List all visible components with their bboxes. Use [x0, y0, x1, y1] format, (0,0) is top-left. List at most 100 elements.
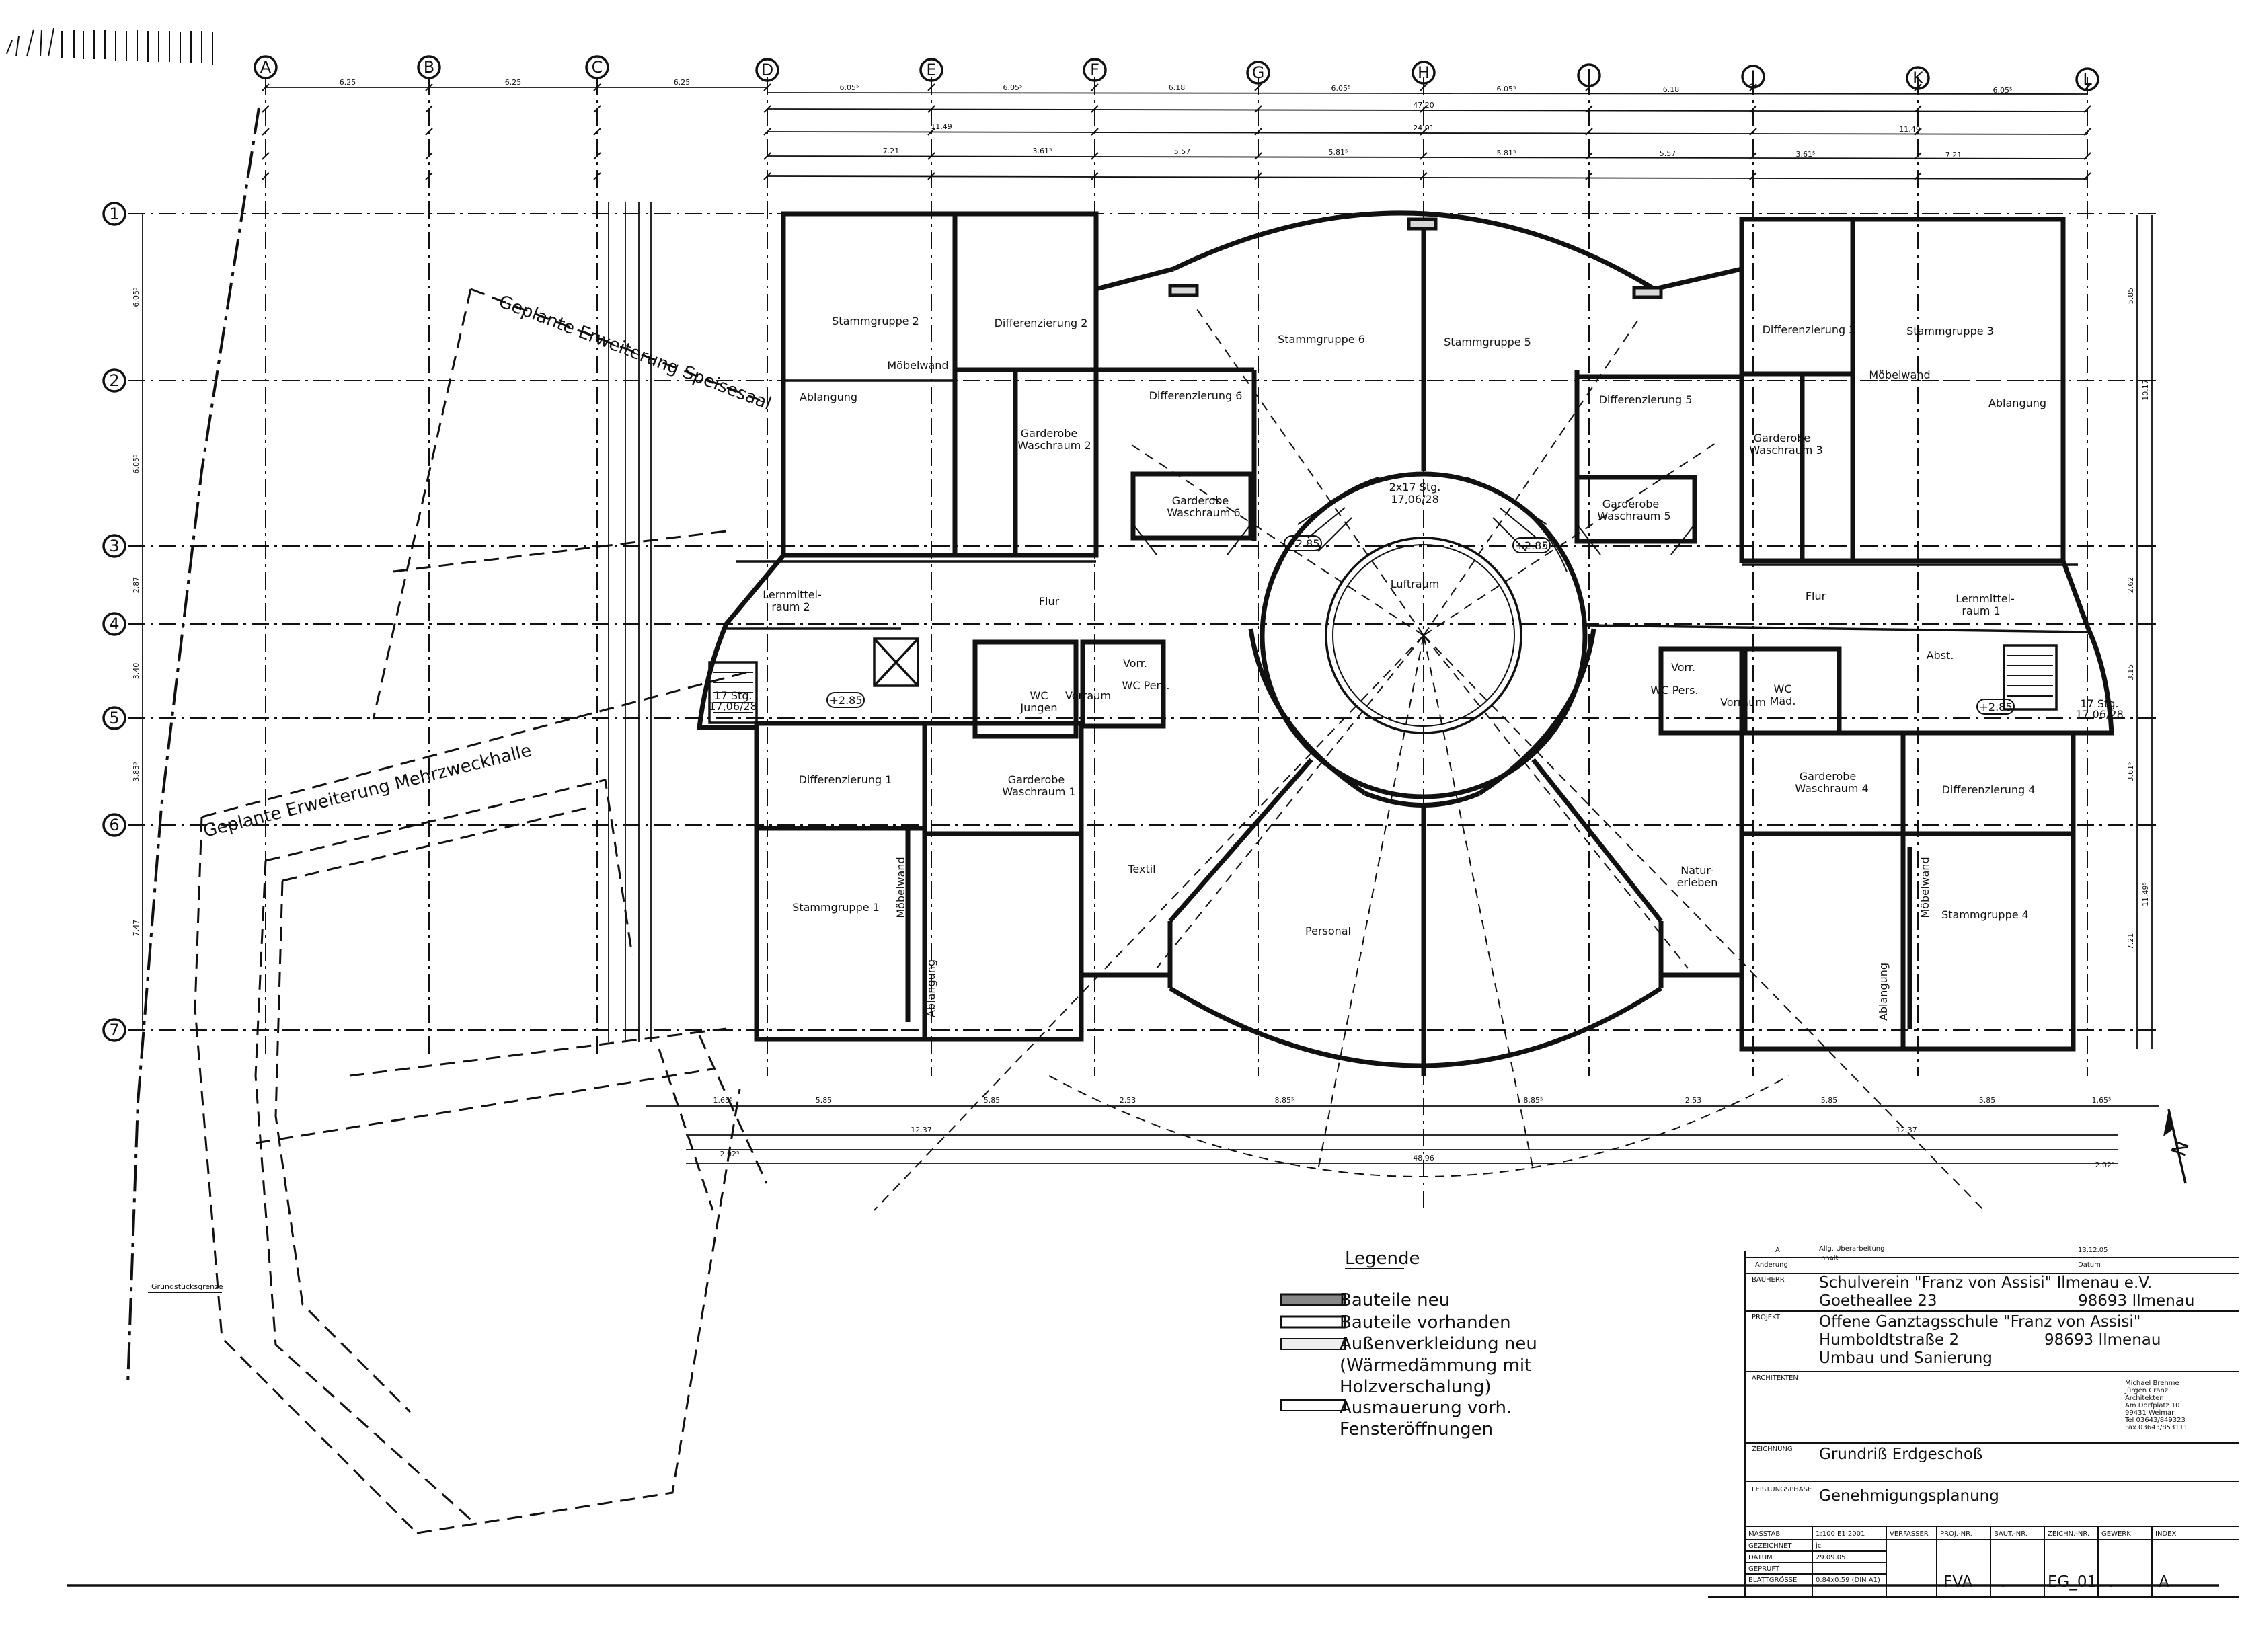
svg-text:Tel 03643/849323: Tel 03643/849323: [2124, 1417, 2186, 1424]
dimension-tick: [763, 105, 771, 113]
building: [697, 210, 2114, 1211]
svg-text:17 Stg.: 17 Stg.: [2080, 697, 2118, 710]
svg-text:Lernmittel-: Lernmittel-: [763, 588, 822, 601]
svg-text:N: N: [2167, 1138, 2195, 1160]
dimension-tick: [425, 152, 433, 160]
svg-text:Waschraum 3: Waschraum 3: [1749, 444, 1822, 457]
svg-text:Garderobe: Garderobe: [1008, 773, 1065, 786]
svg-text:A: A: [2159, 1573, 2169, 1591]
svg-text:3.61⁵: 3.61⁵: [1033, 147, 1052, 155]
dimension-tick: [1914, 172, 1922, 180]
svg-text:5.81⁵: 5.81⁵: [1329, 148, 1348, 157]
svg-text:6.05⁵: 6.05⁵: [840, 83, 859, 92]
svg-text:5.85: 5.85: [2126, 288, 2135, 305]
axis-label-5: 5: [102, 706, 126, 730]
svg-text:7.47: 7.47: [132, 920, 141, 937]
svg-text:Geplante Erweiterung Mehrzweck: Geplante Erweiterung Mehrzweckhalle: [201, 740, 533, 841]
stair-well: [1260, 471, 1588, 799]
svg-text:Goetheallee 23: Goetheallee 23: [1819, 1292, 1937, 1310]
svg-text:2.02⁵: 2.02⁵: [2095, 1161, 2115, 1169]
dimension-tick: [1091, 152, 1099, 160]
svg-text:Abst.: Abst.: [1927, 649, 1954, 662]
svg-text:6.25: 6.25: [340, 78, 356, 87]
svg-text:BLATTGRÖSSE: BLATTGRÖSSE: [1748, 1575, 1797, 1584]
svg-text:Garderobe: Garderobe: [1754, 432, 1811, 444]
dimension-tick: [593, 152, 601, 160]
wing-top-left: [781, 211, 1099, 558]
svg-text:L: L: [2083, 70, 2092, 89]
svg-text:3.40: 3.40: [132, 663, 141, 680]
svg-text:11.49: 11.49: [1899, 125, 1921, 134]
dimension-tick: [1254, 105, 1262, 113]
level-marker-4: +2.85: [1976, 699, 2015, 715]
svg-text:3: 3: [109, 537, 119, 555]
svg-text:Grundstücksgrenze: Grundstücksgrenze: [151, 1282, 223, 1291]
dimension-tick: [1749, 83, 1757, 91]
dimension-labels-top: 6.25 6.25 6.25 6.05⁵ 6.05⁵ 6.18 6.05⁵ 6.…: [340, 78, 2013, 159]
axis-label-3: 3: [102, 534, 126, 558]
svg-text:5.81⁵: 5.81⁵: [1497, 149, 1516, 157]
axis-label-b: B: [417, 55, 441, 79]
axis-label-e: E: [919, 58, 943, 82]
dimension-tick: [1914, 83, 1922, 91]
svg-text:17,06/28: 17,06/28: [2075, 708, 2124, 721]
svg-text:Michael Brehme: Michael Brehme: [2125, 1380, 2179, 1387]
svg-text:FVA: FVA: [1943, 1573, 1972, 1591]
dimension-tick: [927, 83, 935, 91]
svg-text:Architekten: Architekten: [2125, 1394, 2164, 1402]
svg-text:LEISTUNGSPHASE: LEISTUNGSPHASE: [1752, 1486, 1812, 1493]
svg-text:I: I: [1586, 66, 1591, 85]
svg-text:Datum: Datum: [2078, 1261, 2101, 1269]
axis-label-6: 6: [102, 813, 126, 837]
svg-text:Natur-: Natur-: [1680, 864, 1714, 877]
level-marker-1: +2.85: [826, 692, 865, 708]
luftraum-label: Luftraum: [1391, 578, 1440, 590]
dimension-tick: [1420, 172, 1428, 180]
scan-mark: [6, 28, 213, 65]
svg-text:PROJEKT: PROJEKT: [1752, 1314, 1781, 1321]
svg-text:6.05⁵: 6.05⁵: [132, 455, 141, 474]
svg-text:Ausmauerung vorh.: Ausmauerung vorh.: [1340, 1398, 1512, 1418]
svg-text:+2.85: +2.85: [829, 694, 862, 707]
svg-text:C: C: [592, 58, 603, 77]
property-line: Grundstücksgrenze: [126, 107, 260, 1386]
dimension-tick: [1585, 105, 1593, 113]
svg-text:Möbelwand: Möbelwand: [1869, 368, 1930, 381]
dimension-tick: [1585, 152, 1593, 160]
svg-text:A: A: [1775, 1247, 1780, 1254]
axis-label-a: A: [254, 55, 278, 79]
svg-text:Fax 03643/853111: Fax 03643/853111: [2125, 1424, 2188, 1431]
legend-swatch-cladding: [1280, 1338, 1346, 1350]
room-stammgruppe-3: Stammgruppe 3: [1906, 325, 1994, 338]
svg-text:11.49⁵: 11.49⁵: [2141, 882, 2150, 906]
svg-text:17,06/28: 17,06/28: [709, 700, 757, 713]
dimension-tick: [1420, 152, 1428, 160]
svg-text:6: 6: [109, 816, 119, 834]
svg-text:B: B: [424, 58, 434, 77]
svg-text:6.05⁵: 6.05⁵: [1331, 84, 1351, 93]
svg-text:raum 1: raum 1: [1962, 604, 2000, 617]
svg-text:A: A: [260, 58, 272, 77]
dimension-tick: [763, 128, 771, 136]
room-differenzierung-3: Differenzierung 3: [1763, 323, 1856, 336]
dimension-tick: [2083, 83, 2091, 91]
svg-text:Humboldtstraße 2: Humboldtstraße 2: [1819, 1331, 1959, 1349]
svg-text:Ablangung: Ablangung: [800, 391, 857, 403]
svg-text:Bauteile neu: Bauteile neu: [1340, 1290, 1450, 1310]
svg-text:6.05⁵: 6.05⁵: [1497, 85, 1516, 93]
dimension-tick: [1914, 105, 1922, 113]
north-arrow-icon: N: [2163, 1109, 2195, 1184]
svg-text:3.61⁵: 3.61⁵: [2126, 762, 2135, 782]
svg-text:Legende: Legende: [1345, 1249, 1420, 1269]
svg-text:Ablangung: Ablangung: [1988, 397, 2046, 409]
dimension-tick: [1585, 83, 1593, 91]
dimension-tick: [1254, 83, 1262, 91]
svg-text:5.85: 5.85: [984, 1096, 1001, 1105]
legend-swatch-existing: [1280, 1315, 1346, 1329]
svg-text:jc: jc: [1815, 1542, 1821, 1550]
svg-text:1.65⁵: 1.65⁵: [2092, 1096, 2112, 1105]
dimension-tick: [1420, 83, 1428, 91]
svg-text:Vorr.: Vorr.: [1123, 657, 1147, 670]
svg-text:Waschraum 4: Waschraum 4: [1795, 782, 1868, 795]
room-stammgruppe-5: Stammgruppe 5: [1444, 336, 1531, 348]
